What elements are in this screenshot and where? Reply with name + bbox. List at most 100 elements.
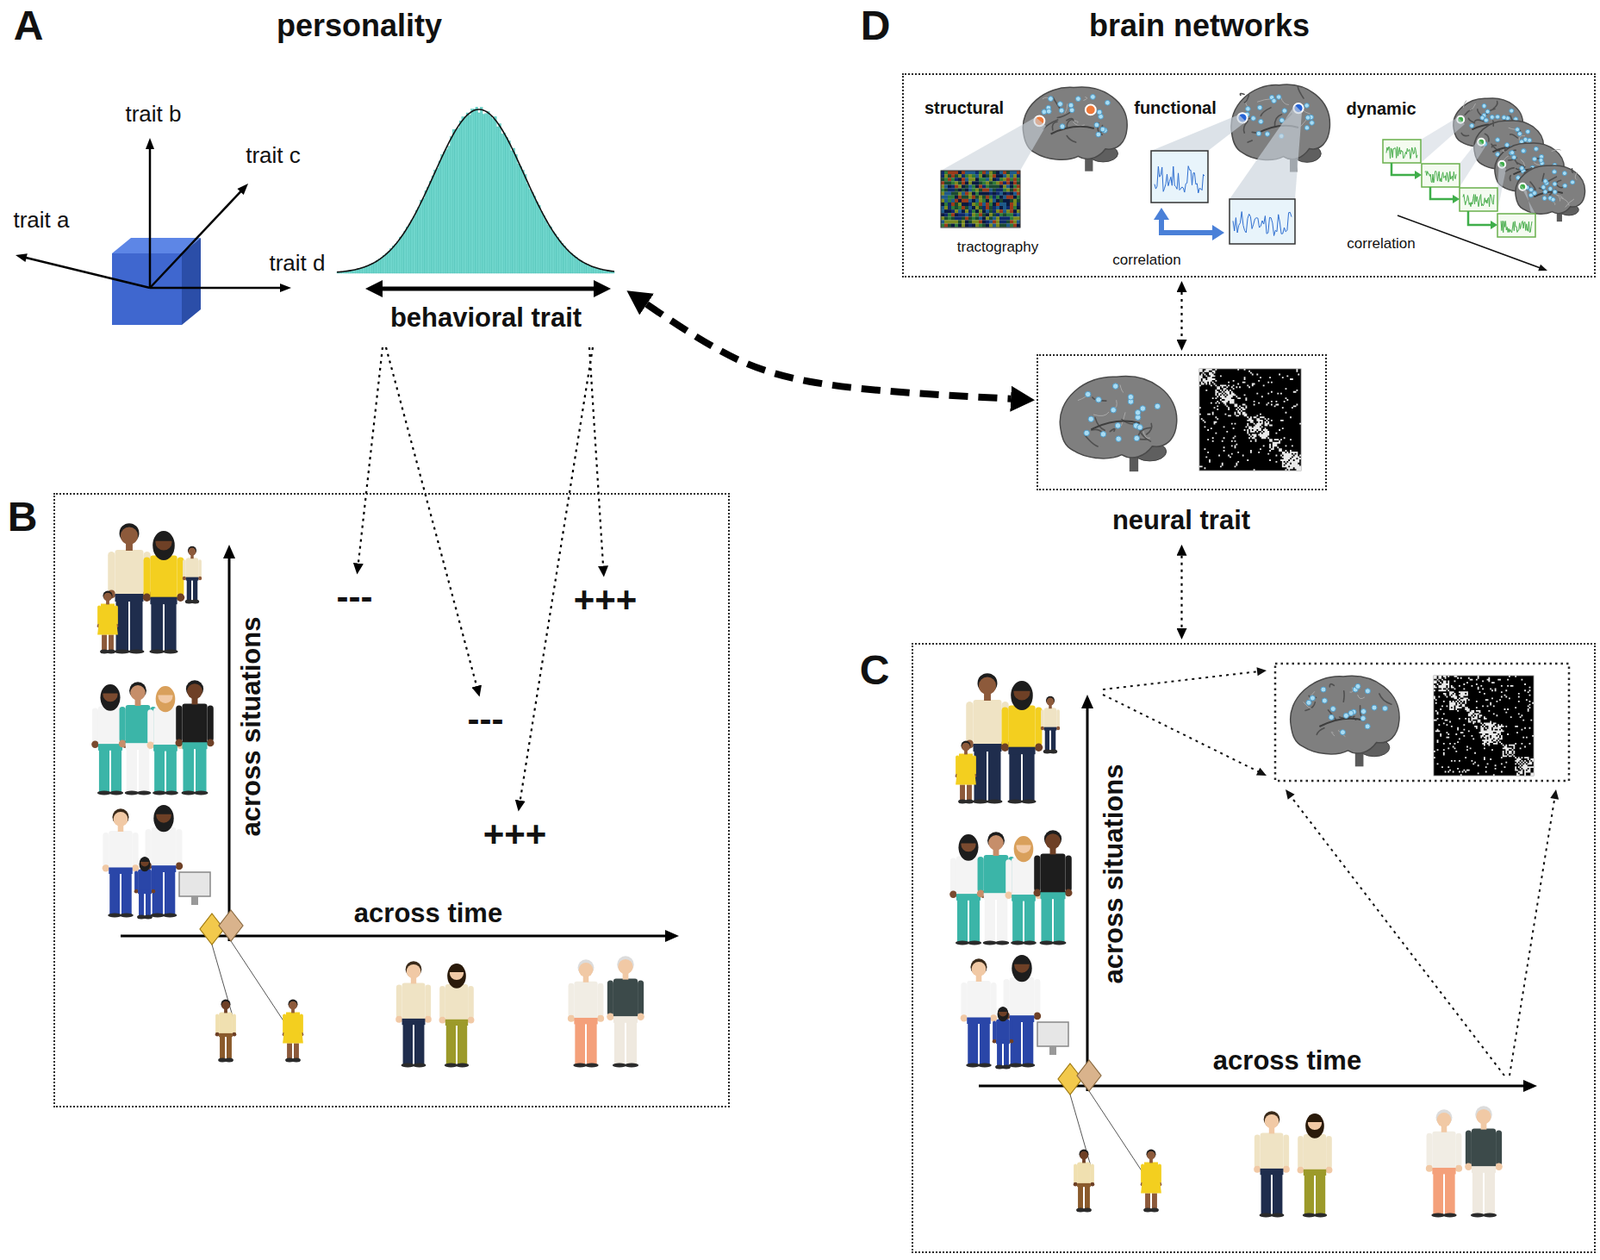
art-part — [1303, 1133, 1327, 1172]
art-part — [1199, 368, 1302, 471]
art-part — [164, 790, 179, 796]
art-part — [447, 963, 467, 989]
brain-drawing — [1059, 376, 1177, 472]
art-part — [940, 170, 1021, 228]
art-part — [1009, 184, 1014, 188]
node-label: structural — [924, 98, 1004, 119]
art-part — [496, 126, 499, 274]
art-part — [1541, 185, 1546, 190]
person-figure — [1002, 954, 1041, 1068]
art-part — [978, 195, 983, 200]
node-label: across time — [1213, 1045, 1362, 1077]
person-figure — [144, 804, 183, 918]
art-part — [588, 265, 592, 274]
dashed-double-arrow — [647, 304, 1011, 399]
art-part — [549, 226, 553, 274]
art-part — [454, 129, 458, 274]
art-part — [996, 1018, 1010, 1042]
art-part — [102, 591, 113, 601]
art-part — [516, 163, 520, 274]
art-part — [665, 929, 679, 942]
art-part — [951, 224, 955, 228]
art-part — [1002, 224, 1007, 228]
art-part — [996, 1039, 1010, 1044]
art-part — [560, 243, 564, 274]
art-part — [992, 188, 997, 193]
neural-trait-box: neural trait — [1036, 354, 1327, 542]
art-part — [992, 192, 997, 196]
art-part — [403, 1018, 413, 1065]
art-part — [459, 120, 462, 274]
art-part — [1397, 215, 1541, 268]
art-part — [960, 1014, 968, 1022]
art-part — [378, 259, 381, 274]
art-part — [387, 251, 391, 274]
art-part — [406, 227, 410, 274]
art-part — [445, 983, 468, 1022]
art-part — [940, 184, 945, 188]
art-part — [1068, 102, 1074, 108]
art-part — [1244, 95, 1249, 103]
art-part — [1059, 124, 1065, 130]
art-part — [1382, 139, 1421, 163]
art-part — [147, 709, 154, 744]
art-part — [1562, 171, 1567, 176]
art-part — [1313, 1213, 1327, 1218]
art-part — [1456, 1133, 1463, 1168]
art-part — [392, 245, 395, 274]
art-part — [1509, 108, 1514, 113]
art-part — [478, 112, 481, 274]
art-part — [530, 192, 534, 274]
art-part — [434, 170, 437, 274]
art-part — [964, 188, 969, 193]
art-part — [435, 168, 439, 274]
art-part — [1431, 1131, 1456, 1171]
art-part — [1073, 122, 1085, 126]
person-figure — [1001, 680, 1043, 804]
art-part — [944, 170, 948, 175]
art-part — [989, 192, 993, 196]
art-part — [975, 199, 979, 203]
art-part — [119, 706, 126, 743]
art-part — [1010, 680, 1034, 710]
art-part — [1002, 188, 1007, 193]
art-part — [964, 202, 969, 206]
art-part — [989, 180, 993, 185]
art-part — [996, 205, 1000, 210]
art-part — [1013, 184, 1017, 188]
art-part — [1459, 139, 1486, 187]
art-part — [975, 177, 979, 181]
art-part — [191, 896, 199, 905]
art-part — [1013, 202, 1017, 206]
art-part — [593, 280, 611, 298]
art-part — [572, 1063, 587, 1068]
art-part — [1013, 205, 1017, 210]
art-part — [940, 174, 945, 178]
art-part — [181, 703, 207, 745]
art-part — [1016, 195, 1021, 200]
person-figure — [977, 831, 1015, 945]
art-part — [958, 184, 962, 188]
art-part — [180, 790, 196, 796]
art-part — [989, 209, 993, 213]
art-part — [1013, 170, 1017, 175]
neural-trait-art — [1059, 368, 1302, 472]
person-figure — [143, 530, 185, 654]
art-part — [978, 188, 983, 193]
art-part — [1146, 423, 1152, 435]
art-part — [1443, 1213, 1457, 1218]
art-part — [1058, 107, 1065, 113]
art-part — [152, 790, 167, 796]
art-part — [1013, 192, 1017, 196]
art-part — [1309, 695, 1315, 701]
art-part — [958, 195, 962, 200]
person-figure — [960, 958, 998, 1067]
art-part — [947, 184, 952, 188]
art-part — [1006, 219, 1010, 224]
art-part — [617, 958, 633, 974]
art-part — [961, 199, 965, 203]
art-part — [992, 177, 997, 181]
art-part — [1006, 192, 1010, 196]
art-part — [1471, 1128, 1496, 1170]
art-part — [1006, 195, 1010, 200]
